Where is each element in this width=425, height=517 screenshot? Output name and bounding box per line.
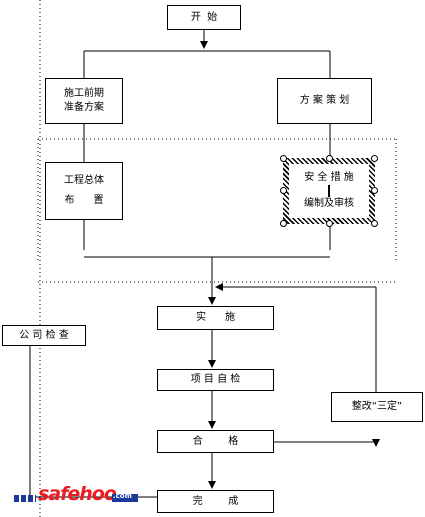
implement-node: 实 施 bbox=[157, 306, 274, 330]
qualified-label: 合 格 bbox=[192, 435, 239, 447]
start-node: 开 始 bbox=[167, 5, 241, 30]
prep-label-line2: 准备方案 bbox=[64, 102, 104, 113]
qualified-node: 合 格 bbox=[157, 430, 274, 453]
inspect-label: 公 司 检 查 bbox=[19, 329, 69, 341]
logo-text: safehoo bbox=[38, 483, 117, 505]
resize-handle-tl[interactable] bbox=[280, 155, 287, 162]
resize-handle-bm[interactable] bbox=[326, 220, 333, 227]
complete-label: 完 成 bbox=[192, 495, 239, 507]
logo-www-stripes bbox=[14, 495, 36, 502]
logo-domain: .com bbox=[113, 492, 132, 500]
rectify-node: 整改“三定” bbox=[331, 392, 423, 422]
resize-handle-tm[interactable] bbox=[326, 155, 333, 162]
layout-label-line2: 布 置 bbox=[64, 195, 104, 206]
selfcheck-label: 项 目 自 检 bbox=[190, 374, 241, 385]
resize-handle-bl[interactable] bbox=[280, 220, 287, 227]
safety-label-line2: 编制及审核 bbox=[304, 198, 354, 209]
layout-label-line1: 工程总体 bbox=[64, 175, 104, 186]
prep-node: 施工前期 准备方案 bbox=[45, 78, 123, 124]
resize-handle-ml[interactable] bbox=[280, 187, 287, 194]
start-label: 开 始 bbox=[190, 11, 218, 23]
resize-handle-br[interactable] bbox=[371, 220, 378, 227]
complete-node: 完 成 bbox=[157, 490, 274, 513]
rectify-label: 整改“三定” bbox=[351, 401, 403, 412]
plan-label: 方 案 策 划 bbox=[299, 95, 350, 106]
prep-label-line1: 施工前期 bbox=[64, 88, 104, 99]
selfcheck-node: 项 目 自 检 bbox=[157, 369, 274, 391]
inspect-node: 公 司 检 查 bbox=[2, 325, 86, 346]
implement-label: 实 施 bbox=[195, 312, 236, 323]
safehoo-logo: safehoo .com bbox=[14, 483, 138, 506]
layout-node: 工程总体 布 置 bbox=[45, 162, 123, 220]
plan-node: 方 案 策 划 bbox=[277, 78, 372, 124]
resize-handle-mr[interactable] bbox=[371, 187, 378, 194]
safety-label-line1: 安 全 措 施 bbox=[304, 172, 354, 183]
safety-node: 安 全 措 施 编制及审核 bbox=[283, 158, 375, 224]
resize-handle-tr[interactable] bbox=[371, 155, 378, 162]
logo-domain-badge: .com bbox=[112, 492, 138, 502]
